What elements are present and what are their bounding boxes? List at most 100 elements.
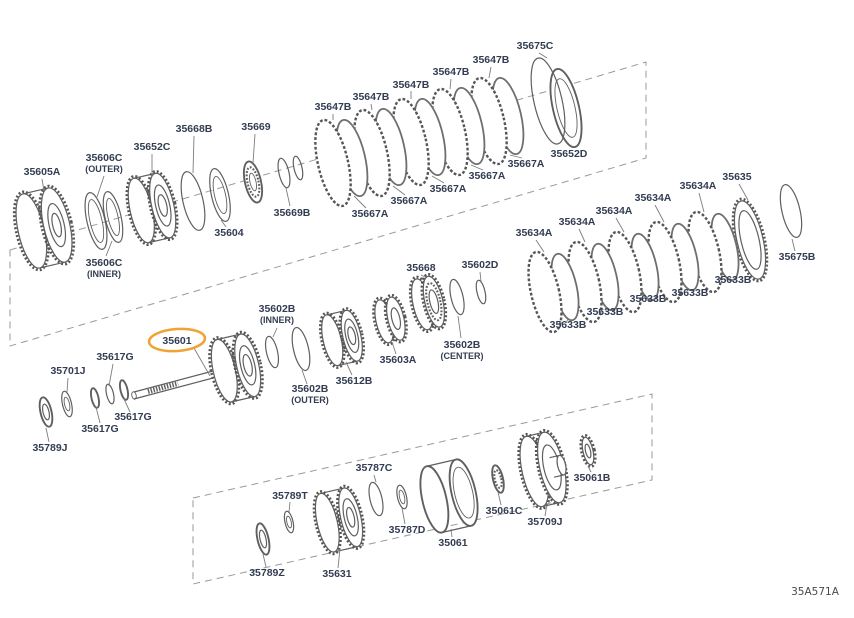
diagram-code: 35A571A bbox=[791, 586, 840, 598]
label-35631[interactable]: 35631 bbox=[322, 568, 351, 580]
label-35633B-1[interactable]: 35633B bbox=[550, 319, 587, 331]
label-35789Z[interactable]: 35789Z bbox=[249, 567, 285, 579]
leader-line bbox=[193, 347, 211, 377]
label-35061C[interactable]: 35061C bbox=[486, 505, 523, 517]
label-35789T[interactable]: 35789T bbox=[272, 490, 308, 502]
assembly-frame-bottom bbox=[192, 393, 653, 585]
part-35602B-outer bbox=[291, 326, 311, 372]
leader-line bbox=[353, 195, 367, 209]
label-35633B-3[interactable]: 35633B bbox=[630, 293, 667, 305]
leader-line bbox=[738, 183, 749, 201]
part-35675B bbox=[779, 184, 803, 238]
part-35787C bbox=[368, 481, 384, 517]
leader-line bbox=[401, 507, 406, 525]
leader-line bbox=[345, 361, 353, 376]
label-35668B[interactable]: 35668B bbox=[176, 123, 213, 135]
label-35634A-3[interactable]: 35634A bbox=[596, 205, 633, 217]
leader-line bbox=[288, 501, 291, 513]
leader-line bbox=[392, 185, 406, 196]
label-35667A-2[interactable]: 35667A bbox=[391, 195, 428, 207]
part-35789Z bbox=[255, 522, 271, 556]
label-35667A-5[interactable]: 35667A bbox=[508, 158, 545, 170]
label-35647B-3[interactable]: 35647B bbox=[393, 79, 430, 91]
label-35602B-center-sub: (CENTER) bbox=[441, 351, 484, 361]
leader-line bbox=[95, 406, 101, 424]
label-35709J[interactable]: 35709J bbox=[527, 516, 562, 528]
label-35647B-5[interactable]: 35647B bbox=[473, 54, 510, 66]
label-35617G-1[interactable]: 35617G bbox=[96, 351, 133, 363]
part-35787D bbox=[396, 484, 408, 510]
label-35667A-4[interactable]: 35667A bbox=[469, 170, 506, 182]
label-35675C[interactable]: 35675C bbox=[517, 40, 554, 52]
leader-line bbox=[488, 66, 492, 79]
leader-line bbox=[497, 491, 502, 506]
part-35602D bbox=[475, 279, 487, 305]
label-35633B-5[interactable]: 35633B bbox=[715, 274, 752, 286]
label-35634A-1[interactable]: 35634A bbox=[516, 227, 553, 239]
leader-line bbox=[301, 369, 308, 385]
label-35668[interactable]: 35668 bbox=[406, 262, 435, 274]
leader-line bbox=[544, 503, 548, 517]
label-35667A-1[interactable]: 35667A bbox=[352, 208, 389, 220]
leader-line bbox=[123, 398, 131, 413]
label-35602B-outer[interactable]: 35602B bbox=[292, 383, 329, 395]
leader-line bbox=[262, 553, 267, 568]
part-35669B bbox=[277, 155, 304, 189]
leader-line bbox=[373, 474, 377, 483]
label-35669B[interactable]: 35669B bbox=[274, 207, 311, 219]
leader-line bbox=[252, 133, 256, 164]
part-35701J bbox=[61, 390, 73, 418]
label-35635[interactable]: 35635 bbox=[722, 171, 751, 183]
label-35602B-center[interactable]: 35602B bbox=[444, 339, 481, 351]
leader-line bbox=[337, 548, 341, 569]
leader-line bbox=[41, 178, 45, 192]
label-35634A-2[interactable]: 35634A bbox=[559, 216, 596, 228]
label-35647B-4[interactable]: 35647B bbox=[433, 66, 470, 78]
part-35605A bbox=[12, 184, 76, 272]
leader-line bbox=[431, 175, 445, 184]
label-35606C-inner[interactable]: 35606C bbox=[86, 257, 123, 269]
part-35634A-1 bbox=[527, 250, 563, 334]
label-35701J[interactable]: 35701J bbox=[50, 365, 85, 377]
label-35669[interactable]: 35669 bbox=[241, 121, 270, 133]
label-35787D[interactable]: 35787D bbox=[389, 524, 426, 536]
label-35633B-4[interactable]: 35633B bbox=[672, 287, 709, 299]
label-35789J[interactable]: 35789J bbox=[32, 442, 67, 454]
leader-line bbox=[420, 274, 428, 279]
label-35667A-3[interactable]: 35667A bbox=[430, 183, 467, 195]
label-35617G-2[interactable]: 35617G bbox=[114, 411, 151, 423]
label-35604[interactable]: 35604 bbox=[214, 227, 243, 239]
label-35787C[interactable]: 35787C bbox=[356, 462, 393, 474]
label-35647B-2[interactable]: 35647B bbox=[353, 91, 390, 103]
leader-line bbox=[615, 217, 625, 233]
label-35602D[interactable]: 35602D bbox=[462, 259, 499, 271]
label-35647B-1[interactable]: 35647B bbox=[315, 101, 352, 113]
leader-line bbox=[457, 315, 462, 339]
label-35675B[interactable]: 35675B bbox=[779, 251, 816, 263]
label-35061B[interactable]: 35061B bbox=[574, 472, 611, 484]
label-35612B[interactable]: 35612B bbox=[336, 375, 373, 387]
leader-line bbox=[192, 135, 195, 174]
label-35617G-3[interactable]: 35617G bbox=[81, 423, 118, 435]
leader-line bbox=[587, 465, 592, 473]
label-35652C[interactable]: 35652C bbox=[134, 141, 171, 153]
label-35652D[interactable]: 35652D bbox=[551, 148, 588, 160]
label-35601[interactable]: 35601 bbox=[162, 335, 191, 347]
leader-line bbox=[105, 240, 113, 257]
leader-line bbox=[108, 363, 114, 387]
part-35612B bbox=[318, 307, 366, 369]
part-35709J bbox=[517, 428, 569, 510]
part-35668 bbox=[408, 272, 448, 334]
part-35604 bbox=[209, 168, 231, 222]
label-35633B-2[interactable]: 35633B bbox=[587, 306, 624, 318]
label-35061[interactable]: 35061 bbox=[438, 537, 467, 549]
label-35634A-4[interactable]: 35634A bbox=[635, 192, 672, 204]
part-35603A bbox=[372, 293, 408, 347]
label-35634A-5[interactable]: 35634A bbox=[680, 180, 717, 192]
label-35603A[interactable]: 35603A bbox=[380, 354, 417, 366]
leader-line bbox=[96, 175, 105, 198]
label-35602B-inner[interactable]: 35602B bbox=[259, 303, 296, 315]
label-35602B-outer-sub: (OUTER) bbox=[291, 395, 329, 405]
label-35606C-outer[interactable]: 35606C bbox=[86, 152, 123, 164]
label-35605A[interactable]: 35605A bbox=[24, 166, 61, 178]
